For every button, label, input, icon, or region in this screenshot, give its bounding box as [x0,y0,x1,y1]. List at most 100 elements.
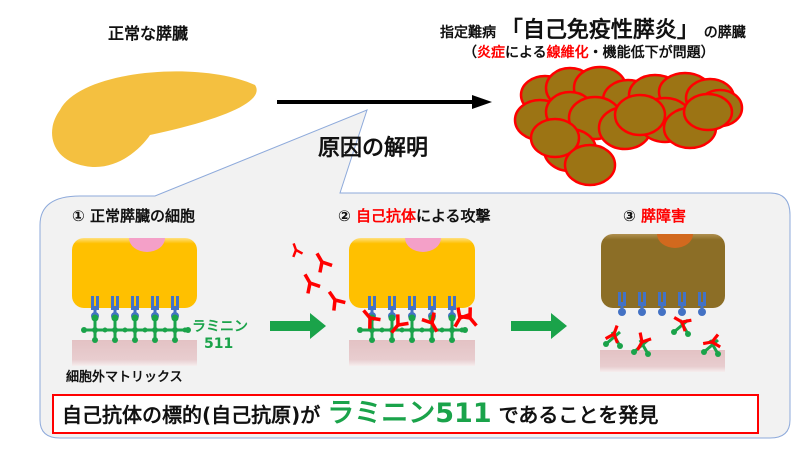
autoantibodies-2 [292,243,478,334]
laminin-node [112,337,118,343]
receptor-stem [700,302,704,312]
conclusion-part2: であることを発見 [498,403,659,427]
step-arrow-2 [511,313,567,339]
disease-name: 「自己免疫性膵炎」 [500,18,699,43]
receptor-arm [698,292,701,306]
laminin-node [81,327,87,333]
laminin-fragment [631,332,652,357]
autoantibody-icon [636,332,652,351]
laminin-node [132,327,138,333]
autoantibody-icon [362,309,381,329]
receptor-foot [618,308,626,316]
pancreas-lobe [682,92,734,132]
laminin-node [379,327,385,333]
disease-subtitle: （炎症による線維化・機能低下が問題） [463,42,715,62]
receptor-arm [453,296,456,310]
receptor-arm [663,292,666,306]
pancreas-lobe [529,117,581,159]
laminin-node [132,337,138,343]
receptor-arm [116,296,119,310]
receptor-arm [658,292,661,306]
laminin-node [172,327,178,333]
receptor-arm [623,292,626,306]
laminin-node [357,327,363,333]
receptor-arm [388,296,391,310]
receptor-arm [111,296,114,310]
autoantibody-icon [303,273,321,294]
receptor-arm [393,296,396,310]
receptor-foot [678,308,686,316]
pancreas-lobe [563,143,617,187]
fibrosis-text: 線維化 [546,45,589,61]
receptor-arm [131,296,134,310]
step-1-label: 正常膵臓の細胞 [89,207,195,225]
normal-pancreas-shape [52,71,257,168]
ecm-label: 細胞外マトリックス [66,370,183,385]
receptor-arm [413,296,416,310]
receptor-stem [113,306,117,316]
step-1-title: ① 正常膵臓の細胞 [72,205,195,226]
nucleus-icon [405,238,441,252]
disease-prefix: 指定難病 [440,25,496,41]
extracellular-matrix-1 [72,340,197,366]
subtitle-rest: ・機能低下が問題） [588,45,715,61]
receptor-arm [176,296,179,310]
autoantibody-icon [421,312,439,333]
laminin-node [448,314,456,322]
laminin-node [142,327,148,333]
receptor-arm [368,296,371,310]
receptor-stem [430,306,434,316]
laminin-node [122,327,128,333]
laminin-fragment [701,333,722,357]
step-2-label-rest: による攻撃 [415,207,491,225]
normal-pancreas-label: 正常な膵臓 [108,24,189,43]
cause-label: 原因の解明 [318,136,429,161]
receptor-stem [660,302,664,312]
laminin-node [409,337,415,343]
receptor-stem [410,306,414,316]
pancreas-lobe [613,93,667,137]
receptor-arm [618,292,621,306]
laminin-node [369,337,375,343]
step-2-title: ② 自己抗体による攻撃 [338,205,491,226]
laminin-fragments-3 [603,316,722,357]
conclusion-highlight: ラミニン511 [327,398,492,429]
paren-open: （ [463,45,477,61]
receptor-stem [93,306,97,316]
laminin-node [112,327,118,333]
receptor-arm [638,292,641,306]
laminin-label-line2: 511 [204,336,234,352]
laminin-node [152,327,158,333]
receptor-arm [683,292,686,306]
laminin-node [449,327,455,333]
autoantibody-icon [292,243,304,258]
step-2-label-red: 自己抗体 [355,207,416,225]
step-3-title: ③ 膵障害 [623,205,686,226]
disease-title: 指定難病 「自己免疫性膵炎」 の膵臓 [440,12,746,44]
receptor-arm [703,292,706,306]
receptor-arm [433,296,436,310]
progression-arrow [277,95,492,109]
receptor-foot [638,308,646,316]
laminin-node [92,337,98,343]
autoantibody-icon [459,307,478,327]
laminin-node [131,314,139,322]
receptor-arm [408,296,411,310]
laminin-label-line1: ラミニン [192,319,248,335]
laminin-node [389,337,395,343]
receptor-foot [658,308,666,316]
conclusion-part1: 自己抗体の標的(自己抗原)が [62,403,321,427]
conclusion-box [52,394,759,434]
diseased-pancreas-shape [513,65,744,187]
laminin-node [185,327,191,333]
subtitle-connector: による [505,45,547,61]
laminin-node [171,314,179,322]
receptor-stem [153,306,157,316]
laminin-node [399,327,405,333]
laminin-node [409,327,415,333]
receptor-stem [133,306,137,316]
laminin-fragment [603,325,623,349]
laminin-fragment [671,316,692,337]
receptor-stem [450,306,454,316]
step-1-number: ① [72,207,85,225]
